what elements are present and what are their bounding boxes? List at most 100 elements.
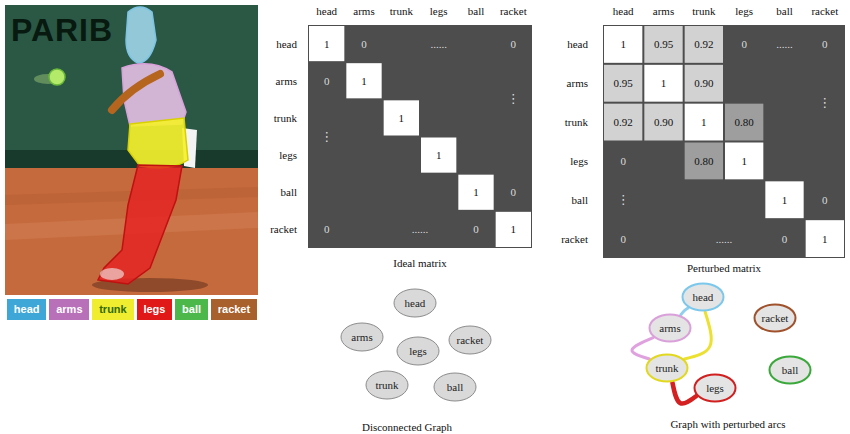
matrix-value: 0.90 [654, 116, 673, 129]
graph-node: arms [648, 313, 692, 343]
column-header: legs [735, 5, 753, 18]
ellipse-shape [695, 375, 736, 402]
row-header: legs [570, 154, 588, 167]
racket-mask [112, 74, 160, 110]
row-header: trunk [274, 111, 297, 124]
matrix-cell [309, 26, 344, 61]
matrix-cell [458, 175, 493, 210]
column-header: head [316, 5, 337, 18]
ellipse-shape [755, 305, 796, 332]
shoe [100, 268, 124, 280]
matrix-value: 1 [511, 223, 517, 236]
node-text: trunk [375, 379, 398, 392]
row-header: head [567, 38, 588, 51]
matrix-value: ...... [430, 37, 447, 50]
matrix-value: 0 [473, 223, 479, 236]
matrix-value: 1 [436, 149, 442, 162]
head-mask [126, 7, 156, 63]
matrix-cell [496, 212, 531, 247]
row-header: trunk [565, 116, 588, 129]
column-header: trunk [390, 5, 413, 18]
legend-swatch: racket [211, 299, 257, 320]
matrix-cell [346, 63, 381, 98]
row-header: legs [279, 149, 297, 162]
matrix-value: 1 [782, 193, 788, 206]
legend-text: ball [182, 303, 201, 315]
matrix-cell [765, 181, 803, 218]
ellipse-shape [394, 289, 436, 317]
matrix-cell [644, 104, 682, 141]
matrix-value: 1 [361, 74, 367, 87]
graph-arc [672, 383, 696, 404]
graph-node: trunk [645, 353, 689, 383]
matrix-value: 0 [511, 186, 517, 199]
matrix-ground [308, 25, 532, 248]
graph-node: ball [768, 355, 812, 385]
graph-node: racket [448, 325, 492, 355]
row-header: racket [270, 223, 297, 236]
node-text: arms [659, 322, 680, 335]
legend-text: trunk [99, 303, 127, 315]
matrix-value: 0 [822, 193, 828, 206]
matrix-value: 0.95 [654, 38, 673, 51]
row-header: head [276, 37, 297, 50]
matrix-cell [421, 138, 456, 173]
column-header: legs [430, 5, 448, 18]
matrix-value: 1 [620, 38, 626, 51]
matrix-cell [685, 143, 723, 180]
perturbed-matrix [603, 25, 845, 258]
legend-swatch: trunk [92, 299, 133, 320]
node-text: racket [762, 312, 789, 325]
ellipse-shape [434, 373, 476, 401]
legend-text: head [14, 303, 40, 315]
matrix-ground [603, 25, 845, 258]
row-header: ball [572, 193, 589, 206]
matrix-cell [685, 26, 723, 63]
ellipse-shape [770, 357, 811, 384]
legend-swatch: legs [137, 299, 173, 320]
row-header: arms [276, 74, 297, 87]
ellipse-shape [341, 323, 383, 351]
graph-node: legs [396, 336, 440, 366]
matrix-value: ⋮ [818, 96, 831, 110]
matrix-value: 0.80 [735, 116, 754, 129]
node-text: trunk [655, 362, 678, 375]
graph-node: head [393, 288, 437, 318]
matrix-value: 0 [620, 154, 626, 167]
matrix-value: 0.92 [694, 38, 713, 51]
legend-swatch: ball [175, 299, 208, 320]
matrix-value: 0 [620, 232, 626, 245]
matrix-value: 1 [741, 154, 747, 167]
matrix-cell [644, 26, 682, 63]
column-header: head [613, 5, 634, 18]
column-header: racket [500, 5, 527, 18]
matrix-cell [604, 104, 642, 141]
column-header: trunk [692, 5, 715, 18]
matrix-value: 0 [511, 37, 517, 50]
node-text: head [405, 297, 426, 310]
ellipse-shape [397, 337, 439, 365]
column-header: arms [353, 5, 374, 18]
node-text: legs [409, 345, 427, 358]
matrix-cell [685, 104, 723, 141]
matrix-cell [725, 143, 763, 180]
graph-node: head [681, 282, 725, 312]
matrix-cell [644, 65, 682, 102]
matrix-cell [725, 104, 763, 141]
legend-text: racket [218, 303, 250, 315]
matrix-value: ...... [716, 232, 733, 245]
matrix-value: 0.90 [694, 77, 713, 90]
matrix-value: 0.95 [614, 77, 633, 90]
ellipse-shape [449, 326, 491, 354]
graph-node: legs [693, 373, 737, 403]
subfigure-caption: Ideal matrix [393, 257, 446, 270]
matrix-value: ...... [776, 38, 793, 51]
legend: headarmstrunklegsballracket [7, 299, 257, 320]
ideal-matrix [308, 25, 532, 248]
trunk-mask [128, 118, 188, 168]
row-header: racket [561, 232, 588, 245]
photo-content [5, 5, 258, 295]
node-text: ball [782, 364, 799, 377]
